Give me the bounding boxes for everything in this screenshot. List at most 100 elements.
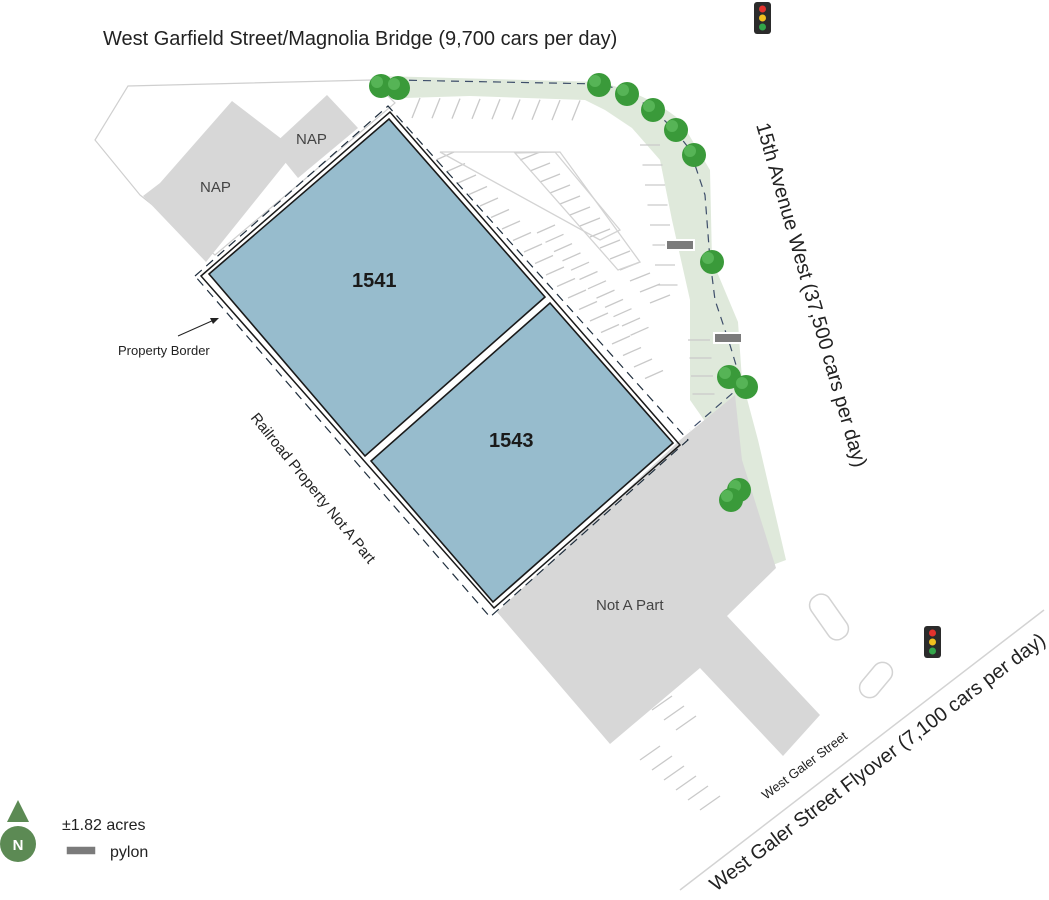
trees xyxy=(369,73,758,512)
lot-1541-label: 1541 xyxy=(352,270,397,292)
parking-stall-line xyxy=(549,184,571,194)
property-border-label: Property Border xyxy=(118,343,210,358)
parking-stall-line xyxy=(663,765,685,781)
parking-stall-line xyxy=(523,243,543,253)
parking-stall-line xyxy=(468,185,488,196)
parking-stall-line xyxy=(611,335,631,345)
pylon-icon xyxy=(65,845,97,856)
parking-stall-line xyxy=(491,98,501,120)
parking-stall-line xyxy=(613,308,632,318)
parking-stall-line xyxy=(490,208,510,219)
property-border-inner xyxy=(199,110,682,610)
property-border-outer xyxy=(194,105,689,618)
parking-island-north xyxy=(439,151,622,241)
parking-stall-line xyxy=(579,217,601,227)
parking-stall-line xyxy=(675,775,697,791)
parking-stall-line xyxy=(531,99,541,121)
north-letter: N xyxy=(13,837,24,854)
parking-stall-line xyxy=(621,317,641,327)
parking-stall-line xyxy=(553,243,573,253)
pylon-icon xyxy=(665,239,695,251)
parking-stall-line xyxy=(569,206,591,216)
parking-stall-line xyxy=(551,99,561,121)
tree-icon xyxy=(615,82,639,106)
parking-stall-line xyxy=(567,289,587,299)
parking-stall-line xyxy=(545,233,564,243)
not-a-part-label: Not A Part xyxy=(596,597,664,614)
parking-stall-line xyxy=(644,369,664,380)
parking-stall-line xyxy=(545,266,565,276)
parking-stall-line xyxy=(630,326,649,336)
parking-stalls xyxy=(411,97,721,811)
property-border-arrow xyxy=(177,318,219,337)
parking-stall-line xyxy=(451,98,461,119)
tree-icon xyxy=(734,375,758,399)
parking-stall-line xyxy=(609,250,631,260)
parking-stall-line xyxy=(579,270,598,281)
parking-stall-line xyxy=(699,795,721,811)
parking-stall-line xyxy=(411,97,421,119)
parking-stall-line xyxy=(501,220,521,230)
tree-icon xyxy=(587,73,611,97)
parking-stall-line xyxy=(471,98,481,120)
tree-icon xyxy=(386,76,410,100)
parking-stall-line xyxy=(639,283,661,293)
lot-1543-label: 1543 xyxy=(489,430,534,452)
parking-stall-line xyxy=(457,174,477,184)
north-arrow-icon: N xyxy=(0,800,36,862)
parking-stall-line xyxy=(559,195,581,205)
tree-icon xyxy=(641,98,665,122)
parking-stall-line xyxy=(539,173,561,183)
parking-stall-line xyxy=(536,224,556,234)
parking-stall-line xyxy=(649,294,671,304)
parking-island-center xyxy=(513,151,642,271)
nap-parcel-small xyxy=(272,95,358,178)
parking-stall-line xyxy=(639,745,661,761)
lot-1541[interactable] xyxy=(207,117,547,458)
parking-stall-line xyxy=(562,252,581,262)
flyover-road-line xyxy=(679,609,1045,891)
legend-acres: ±1.82 acres xyxy=(62,817,146,834)
parking-stall-line xyxy=(651,695,673,711)
nap-label-large: NAP xyxy=(200,179,231,196)
tree-icon xyxy=(682,143,706,167)
tree-icon xyxy=(719,488,743,512)
parking-stall-line xyxy=(519,151,541,161)
pylon-icon xyxy=(713,332,743,344)
parking-stall-line xyxy=(556,277,576,288)
parking-stall-line xyxy=(534,254,554,265)
parking-stall-line xyxy=(479,197,499,207)
parking-stall-line xyxy=(629,272,651,282)
east-road-label: 15th Avenue West (37,500 cars per day) xyxy=(751,120,871,469)
parking-stall-line xyxy=(578,300,598,311)
landscape-strip xyxy=(380,76,786,566)
north-road-label: West Garfield Street/Magnolia Bridge (9,… xyxy=(103,28,617,50)
parking-stall-line xyxy=(512,231,532,242)
parking-stall-line xyxy=(604,298,624,308)
parking-stall-line xyxy=(687,785,709,801)
parking-stall-line xyxy=(529,162,551,172)
nap-label-small: NAP xyxy=(296,131,327,148)
parking-stall-line xyxy=(600,323,620,334)
tree-icon xyxy=(700,250,724,274)
parking-stall-line xyxy=(589,312,609,322)
traffic-island xyxy=(808,593,850,641)
legend-pylon: pylon xyxy=(110,844,148,861)
parking-stall-line xyxy=(633,358,653,368)
parking-stall-line xyxy=(435,151,455,161)
parking-stall-line xyxy=(570,261,590,271)
parking-stall-line xyxy=(675,715,697,731)
parking-stall-line xyxy=(599,239,621,249)
parking-stall-line xyxy=(511,99,521,120)
tree-icon xyxy=(664,118,688,142)
parking-stall-line xyxy=(663,705,685,721)
traffic-light-icon xyxy=(924,626,941,658)
parking-stall-line xyxy=(622,346,642,357)
lot-1543[interactable] xyxy=(369,301,675,604)
parking-stall-line xyxy=(571,100,581,121)
parking-stall-line xyxy=(596,289,615,299)
traffic-light-icon xyxy=(754,2,771,34)
parking-stall-line xyxy=(431,98,441,119)
nap-parcel-large xyxy=(143,101,296,262)
